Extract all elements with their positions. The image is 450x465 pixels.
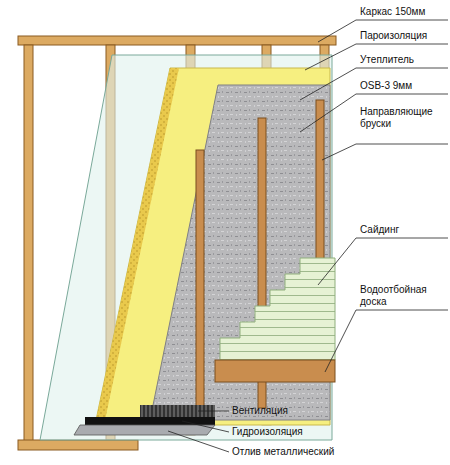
callout-label: Утеплитель [360,54,448,66]
callout-label: Сайдинг [360,224,448,236]
metal-drip [74,425,215,435]
water-board [215,360,335,382]
callout-label: OSB-3 9мм [360,80,448,92]
timber-frame [18,36,336,450]
callout-label: Отлив металлический [232,446,382,458]
callout-label: Пароизоляция [360,30,448,42]
callout-label: Водоотбойная доска [360,284,448,308]
callout-label: Вентиляция [232,405,382,417]
callout-label: Гидроизоляция [232,426,382,438]
callout-label: Направляющие бруски [360,106,448,130]
callout-label: Каркас 150мм [360,6,448,18]
leader-lines [168,20,448,452]
siding [220,258,335,360]
